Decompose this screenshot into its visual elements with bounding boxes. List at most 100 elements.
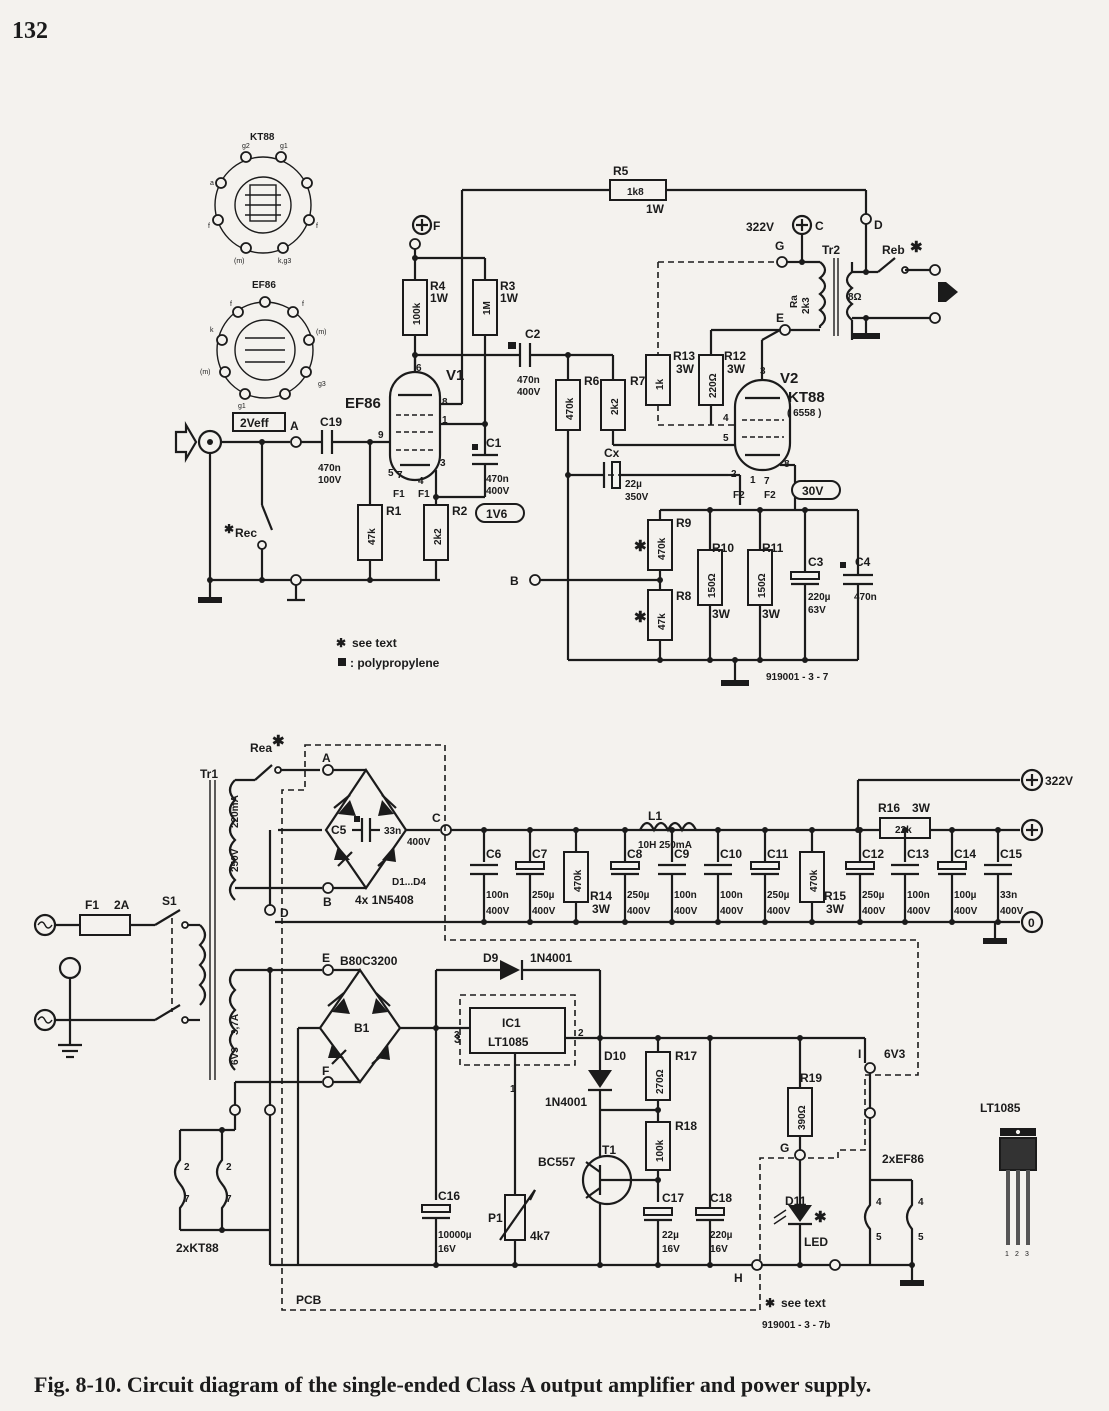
svg-text:470n: 470n [854, 592, 877, 603]
svg-text:3W: 3W [727, 362, 746, 376]
svg-text:270Ω: 270Ω [655, 1069, 666, 1094]
svg-text:2: 2 [1015, 1251, 1019, 1258]
svg-text:R14: R14 [590, 889, 612, 903]
cap-value: 100n [720, 890, 743, 901]
svg-text:3: 3 [454, 1032, 461, 1046]
cap-value: 100n [674, 890, 697, 901]
svg-text:10H 250mA: 10H 250mA [638, 840, 692, 851]
svg-text:G: G [780, 1141, 789, 1155]
svg-text:f: f [230, 301, 232, 308]
cap-name: C8 [627, 847, 643, 861]
svg-text:3W: 3W [762, 607, 781, 621]
svg-text:4x 1N5408: 4x 1N5408 [355, 893, 414, 907]
svg-text:470k: 470k [809, 869, 820, 892]
svg-text:220µ: 220µ [710, 1230, 733, 1241]
svg-text:7: 7 [226, 1194, 232, 1205]
svg-text:✱: ✱ [814, 1209, 827, 1226]
svg-text:16V: 16V [710, 1244, 728, 1255]
svg-text:C5: C5 [331, 823, 347, 837]
svg-text:✱: ✱ [634, 609, 647, 626]
svg-text:5: 5 [876, 1232, 882, 1243]
svg-text:R18: R18 [675, 1119, 697, 1133]
svg-text:L1: L1 [648, 809, 662, 823]
svg-text:R16: R16 [878, 801, 900, 815]
svg-text:F1: F1 [85, 898, 99, 912]
svg-text:5: 5 [723, 433, 729, 444]
svg-text:✱: ✱ [272, 733, 285, 750]
cap-voltage: 400V [1000, 906, 1024, 917]
svg-text:470k: 470k [573, 869, 584, 892]
svg-text:22µ: 22µ [662, 1230, 679, 1241]
cap-value: 100µ [954, 890, 977, 901]
svg-text:4: 4 [876, 1197, 882, 1208]
svg-text:22µ: 22µ [625, 479, 642, 490]
svg-text:4: 4 [418, 476, 424, 487]
svg-text:KT88: KT88 [788, 389, 825, 406]
svg-text:LT1085: LT1085 [980, 1101, 1021, 1115]
svg-text:150Ω: 150Ω [757, 573, 768, 598]
svg-text:3,7A: 3,7A [230, 1014, 241, 1035]
svg-text:R12: R12 [724, 349, 746, 363]
svg-text:PCB: PCB [296, 1293, 322, 1307]
svg-text:322V: 322V [746, 220, 774, 234]
svg-text:400V: 400V [407, 837, 431, 848]
svg-text:220mA: 220mA [230, 795, 241, 828]
svg-text:F1: F1 [418, 489, 430, 500]
svg-text:( 6558 ): ( 6558 ) [787, 408, 821, 419]
svg-text:F2: F2 [764, 490, 776, 501]
svg-text:5: 5 [388, 468, 394, 479]
svg-text:3W: 3W [592, 902, 611, 916]
cap-value: 250µ [767, 890, 790, 901]
svg-text:B80C3200: B80C3200 [340, 954, 398, 968]
svg-text:A: A [290, 419, 299, 433]
svg-text:LED: LED [804, 1235, 828, 1249]
svg-text:R8: R8 [676, 589, 692, 603]
svg-text:100k: 100k [412, 302, 423, 325]
cap-voltage: 400V [674, 906, 698, 917]
svg-text:KT88: KT88 [250, 132, 275, 143]
svg-text:D10: D10 [604, 1049, 626, 1063]
svg-text:g1: g1 [238, 403, 246, 410]
svg-text:R11: R11 [762, 541, 784, 555]
cap-voltage: 400V [627, 906, 651, 917]
svg-text:D9: D9 [483, 951, 499, 965]
svg-text:BC557: BC557 [538, 1155, 576, 1169]
svg-text:919001 - 3 - 7b: 919001 - 3 - 7b [762, 1320, 830, 1331]
svg-text:Tr2: Tr2 [822, 243, 840, 257]
kt88-pinout-symbol: KT88 g2 g1 a f f (m) k,g3 [208, 132, 318, 265]
svg-text:2xKT88: 2xKT88 [176, 1241, 219, 1255]
svg-text:Tr1: Tr1 [200, 767, 218, 781]
svg-text:R1: R1 [386, 504, 402, 518]
svg-text:100V: 100V [318, 475, 342, 486]
svg-text:63V: 63V [808, 605, 826, 616]
svg-text:220Ω: 220Ω [708, 373, 719, 398]
svg-text:C4: C4 [855, 555, 871, 569]
svg-text:3: 3 [1025, 1251, 1029, 1258]
cap-voltage: 400V [720, 906, 744, 917]
svg-text:7: 7 [397, 470, 403, 481]
svg-text:g2: g2 [242, 143, 250, 150]
svg-text:2Veff: 2Veff [240, 416, 270, 430]
svg-text:1: 1 [442, 415, 448, 426]
svg-text:8: 8 [442, 397, 448, 408]
svg-text:Rea: Rea [250, 741, 272, 755]
svg-text:F: F [433, 219, 440, 233]
svg-text:C: C [815, 219, 824, 233]
svg-text:2k2: 2k2 [610, 398, 621, 415]
cap-value: 250µ [532, 890, 555, 901]
svg-text:G: G [775, 239, 784, 253]
svg-text:R7: R7 [630, 374, 646, 388]
svg-text:R2: R2 [452, 504, 468, 518]
svg-text:6V3: 6V3 [884, 1047, 906, 1061]
svg-text:B: B [510, 574, 519, 588]
svg-text:Ra: Ra [789, 295, 800, 308]
svg-text:1N4001: 1N4001 [545, 1095, 587, 1109]
input-level-box [232, 412, 286, 432]
svg-text:4: 4 [918, 1197, 924, 1208]
svg-text:1W: 1W [500, 291, 519, 305]
svg-text:Reb: Reb [882, 243, 905, 257]
svg-text:1W: 1W [646, 202, 665, 216]
svg-text:0: 0 [1028, 916, 1035, 930]
svg-text:R3: R3 [500, 279, 516, 293]
